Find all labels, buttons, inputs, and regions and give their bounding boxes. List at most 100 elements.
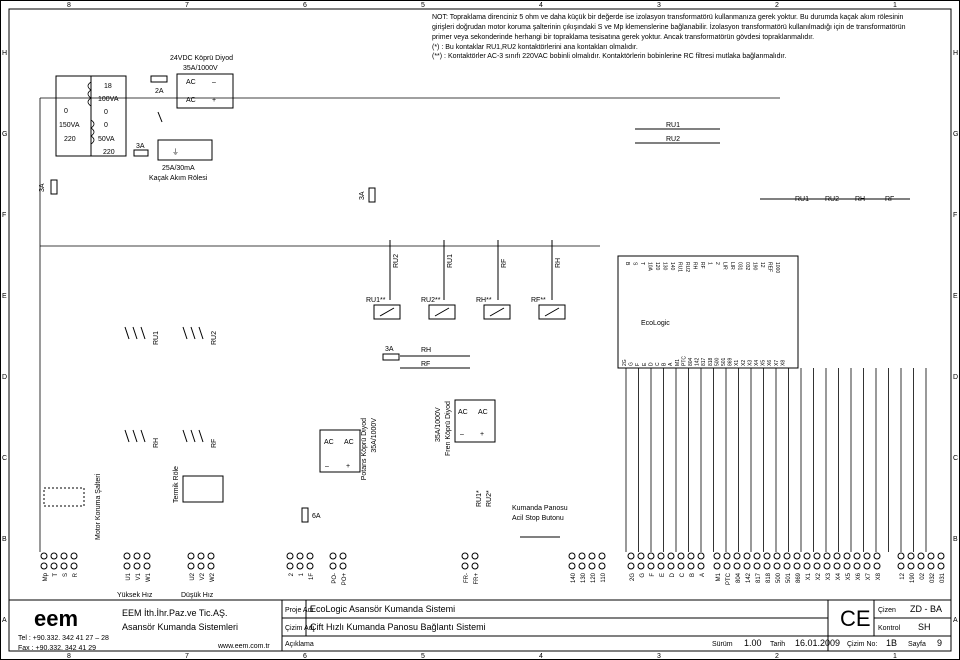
eco-bottom-pin: 501 <box>721 357 727 366</box>
svg-text:Proje Adı: Proje Adı <box>285 607 313 614</box>
coil-box <box>483 304 511 320</box>
terminal <box>897 552 905 560</box>
coil-box <box>373 304 401 320</box>
eco-bottom-pin: G <box>629 362 635 366</box>
isolation-transformer: 0 150VA 220 18 100VA 0 0 50VA 220 <box>55 75 127 157</box>
eco-top-pin: 031 <box>737 262 743 271</box>
terminal-label: X8 <box>876 572 882 580</box>
terminal-label: 869 <box>796 572 802 583</box>
tr-sec-100va: 100VA <box>98 96 119 103</box>
terminal <box>733 552 741 560</box>
grid-row-D: D <box>2 374 7 381</box>
svg-text:35A/1000V: 35A/1000V <box>371 418 378 453</box>
eco-bottom-pin: C <box>655 362 661 366</box>
svg-text:Tel : +90.332. 342 41 27 – 28: Tel : +90.332. 342 41 27 – 28 <box>18 635 109 642</box>
svg-text:RF: RF <box>421 361 430 368</box>
tr-sec-0b: 0 <box>104 122 108 129</box>
rect-main-line1: 24VDC Köprü Diyod <box>170 55 233 62</box>
svg-text:EcoLogic Asansör Kumanda Siste: EcoLogic Asansör Kumanda Sistemi <box>310 604 455 614</box>
terminal-label: 818 <box>766 572 772 583</box>
terminal-label: E <box>660 573 666 577</box>
note-line-3: primer veya sekonderinde herhangi bir to… <box>432 34 814 41</box>
terminal-label: FR- <box>464 573 470 583</box>
terminal <box>667 552 675 560</box>
fuse-3a-rcd <box>133 149 149 157</box>
main-bridge-rectifier: 24VDC Köprü Diyod 35A/1000V AC AC – + 2A <box>150 55 234 109</box>
svg-text:AC: AC <box>324 439 334 446</box>
eco-bottom-pin: 818 <box>708 357 714 366</box>
terminal-label: 031 <box>940 572 946 583</box>
eco-top-pin: 1 <box>707 262 713 265</box>
terminal <box>40 552 48 560</box>
terminal <box>286 552 294 560</box>
grid-col-6: 6 <box>303 653 307 660</box>
eco-bottom-pin: PTC <box>681 356 687 366</box>
brake-rectifier: AC AC – + 35A/1000V Fren Köprü Diyod RU1… <box>435 399 496 507</box>
terminal-label: 120 <box>591 572 597 583</box>
coil-boxes: RU1**RU2**RH**RF** <box>366 297 566 320</box>
eco-bottom-pin: 142 <box>695 357 701 366</box>
coil-row-label: RU2 <box>825 196 839 203</box>
eco-top-pin: LIR <box>722 262 728 270</box>
tr-primary-220: 220 <box>64 136 76 143</box>
svg-text:RU1*: RU1* <box>476 490 483 507</box>
rcd-relay: ⏚ 25A/30mA Kaçak Akım Rölesi 3A <box>133 111 213 182</box>
note-line-2: girişleri doğrudan motor koruma şalterin… <box>432 22 906 31</box>
terminal <box>207 552 215 560</box>
svg-text:+: + <box>346 463 350 470</box>
terminal-label: FR+ <box>474 573 480 585</box>
terminal-label: 110 <box>601 572 607 582</box>
terminal-label: A <box>700 573 706 577</box>
terminal <box>588 552 596 560</box>
svg-text:3A: 3A <box>385 346 394 353</box>
eco-bottom-pin: X3 <box>747 360 753 366</box>
grid-col-8: 8 <box>67 2 71 9</box>
contactor-rf: RF <box>211 439 218 448</box>
eco-top-pin: B <box>624 262 630 266</box>
grid-row-E: E <box>953 293 958 300</box>
contactor-ru1: RU1 <box>153 331 160 345</box>
terminal <box>687 552 695 560</box>
terminal <box>598 552 606 560</box>
eco-top-pin: 10A <box>647 262 653 272</box>
terminal <box>823 552 831 560</box>
svg-text:Çizim Adı: Çizim Adı <box>285 625 315 632</box>
svg-text:SH: SH <box>918 622 931 632</box>
terminal-label: PO- <box>332 573 338 584</box>
svg-text:Motor Koruma Şalteri: Motor Koruma Şalteri <box>95 473 102 540</box>
tr-sec-50va: 50VA <box>98 136 115 143</box>
terminal <box>296 552 304 560</box>
eco-top-pin: 130 <box>662 262 668 271</box>
tr-sec-0a: 0 <box>104 109 108 116</box>
coil-box-label: RU2** <box>421 297 441 304</box>
grid-col-2: 2 <box>775 2 779 9</box>
title-block: eem EEM İth.İhr.Paz.ve Tic.AŞ. Asansör K… <box>9 599 951 652</box>
grid-col-4: 4 <box>539 2 543 9</box>
terminal-label: F <box>650 573 656 577</box>
eco-top-pin: RF <box>699 262 705 269</box>
terminal <box>50 552 58 560</box>
eco-bottom-pin: E <box>642 362 648 366</box>
terminal-label: PO+ <box>342 573 348 586</box>
terminal <box>763 552 771 560</box>
terminal <box>123 552 131 560</box>
terminal-label: V2 <box>200 572 206 580</box>
grid-row-H: H <box>953 50 958 57</box>
terminal-label: 1 <box>299 572 305 576</box>
svg-text:+: + <box>480 431 484 438</box>
svg-text:Fax : +90.332. 342 41 29: Fax : +90.332. 342 41 29 <box>18 645 96 652</box>
terminal <box>783 552 791 560</box>
speed-low-label: Düşük Hız <box>181 592 214 599</box>
terminal-label: R <box>73 572 79 577</box>
terminal-label: T <box>53 573 59 577</box>
eco-top-pin: RU1 <box>677 262 683 272</box>
svg-text:Çift Hızlı Kumanda Panosu Bağl: Çift Hızlı Kumanda Panosu Bağlantı Siste… <box>310 622 486 632</box>
contactor-ru2: RU2 <box>211 331 218 345</box>
eco-top-pin: 120 <box>654 262 660 271</box>
terminal <box>677 552 685 560</box>
svg-text:Çizen: Çizen <box>878 607 896 614</box>
top-ru-contacts: RU1 RU2 <box>635 122 720 144</box>
svg-text:www.eem.com.tr: www.eem.com.tr <box>217 643 270 650</box>
